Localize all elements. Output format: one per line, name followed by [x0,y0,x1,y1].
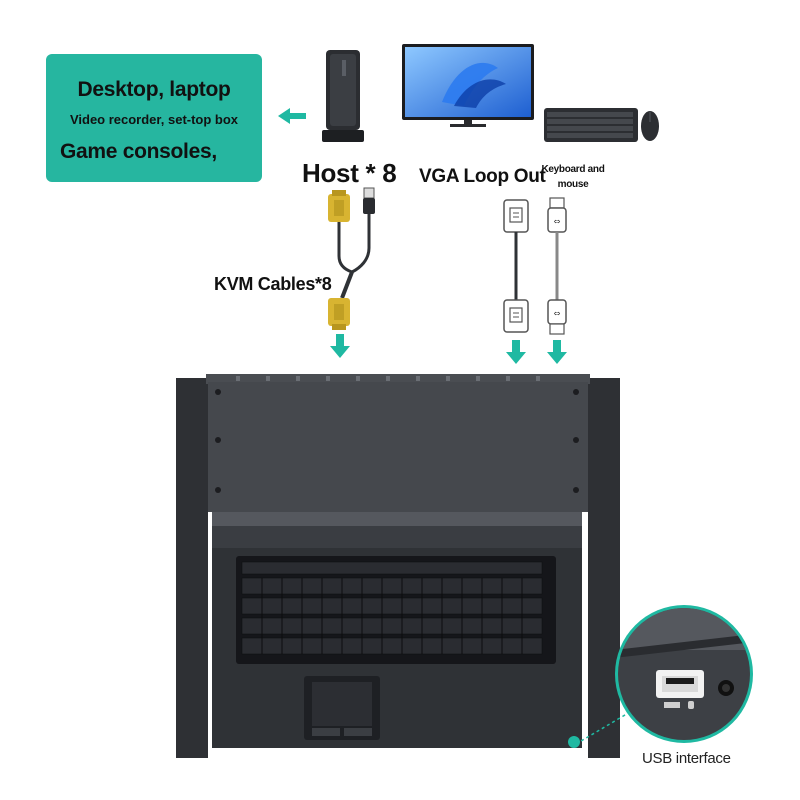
vga-loop-out-label: VGA Loop Out [419,166,546,187]
arrow-left-icon [278,108,306,124]
keyboard-mouse-label: Keyboard and mouse [541,164,605,190]
usb-interface-label: USB interface [642,750,731,767]
source-devices-bubble: Desktop, laptop Video recorder, set-top … [46,54,262,182]
kvm-cable-icon [328,187,375,330]
usb-cable-icon: ⇔ ⇔ [547,197,567,335]
source-devices-line2: Video recorder, set-top box [69,112,239,127]
arrow-down-icon [330,334,350,358]
kvm-cables-label: KVM Cables*8 [214,274,332,294]
pc-tower-icon [322,50,364,142]
arrow-down-icon [506,340,526,364]
usb-interface-zoom [615,605,753,743]
arrow-down-icon [547,340,567,364]
callout-line [575,711,631,745]
usb-connector-icon [363,198,375,214]
source-devices-line3: Game consoles, [60,140,217,163]
kvm-console [176,374,620,758]
mouse-icon [688,701,694,709]
svg-text:⇔: ⇔ [554,217,561,226]
host-label: Host * 8 [302,158,397,188]
vga-loop-cable-icon [503,199,529,333]
monitor-icon [402,44,534,127]
source-devices-line1: Desktop, laptop [77,78,231,101]
keyboard-mouse-icon [544,108,659,142]
svg-text:⇔: ⇔ [554,309,561,318]
